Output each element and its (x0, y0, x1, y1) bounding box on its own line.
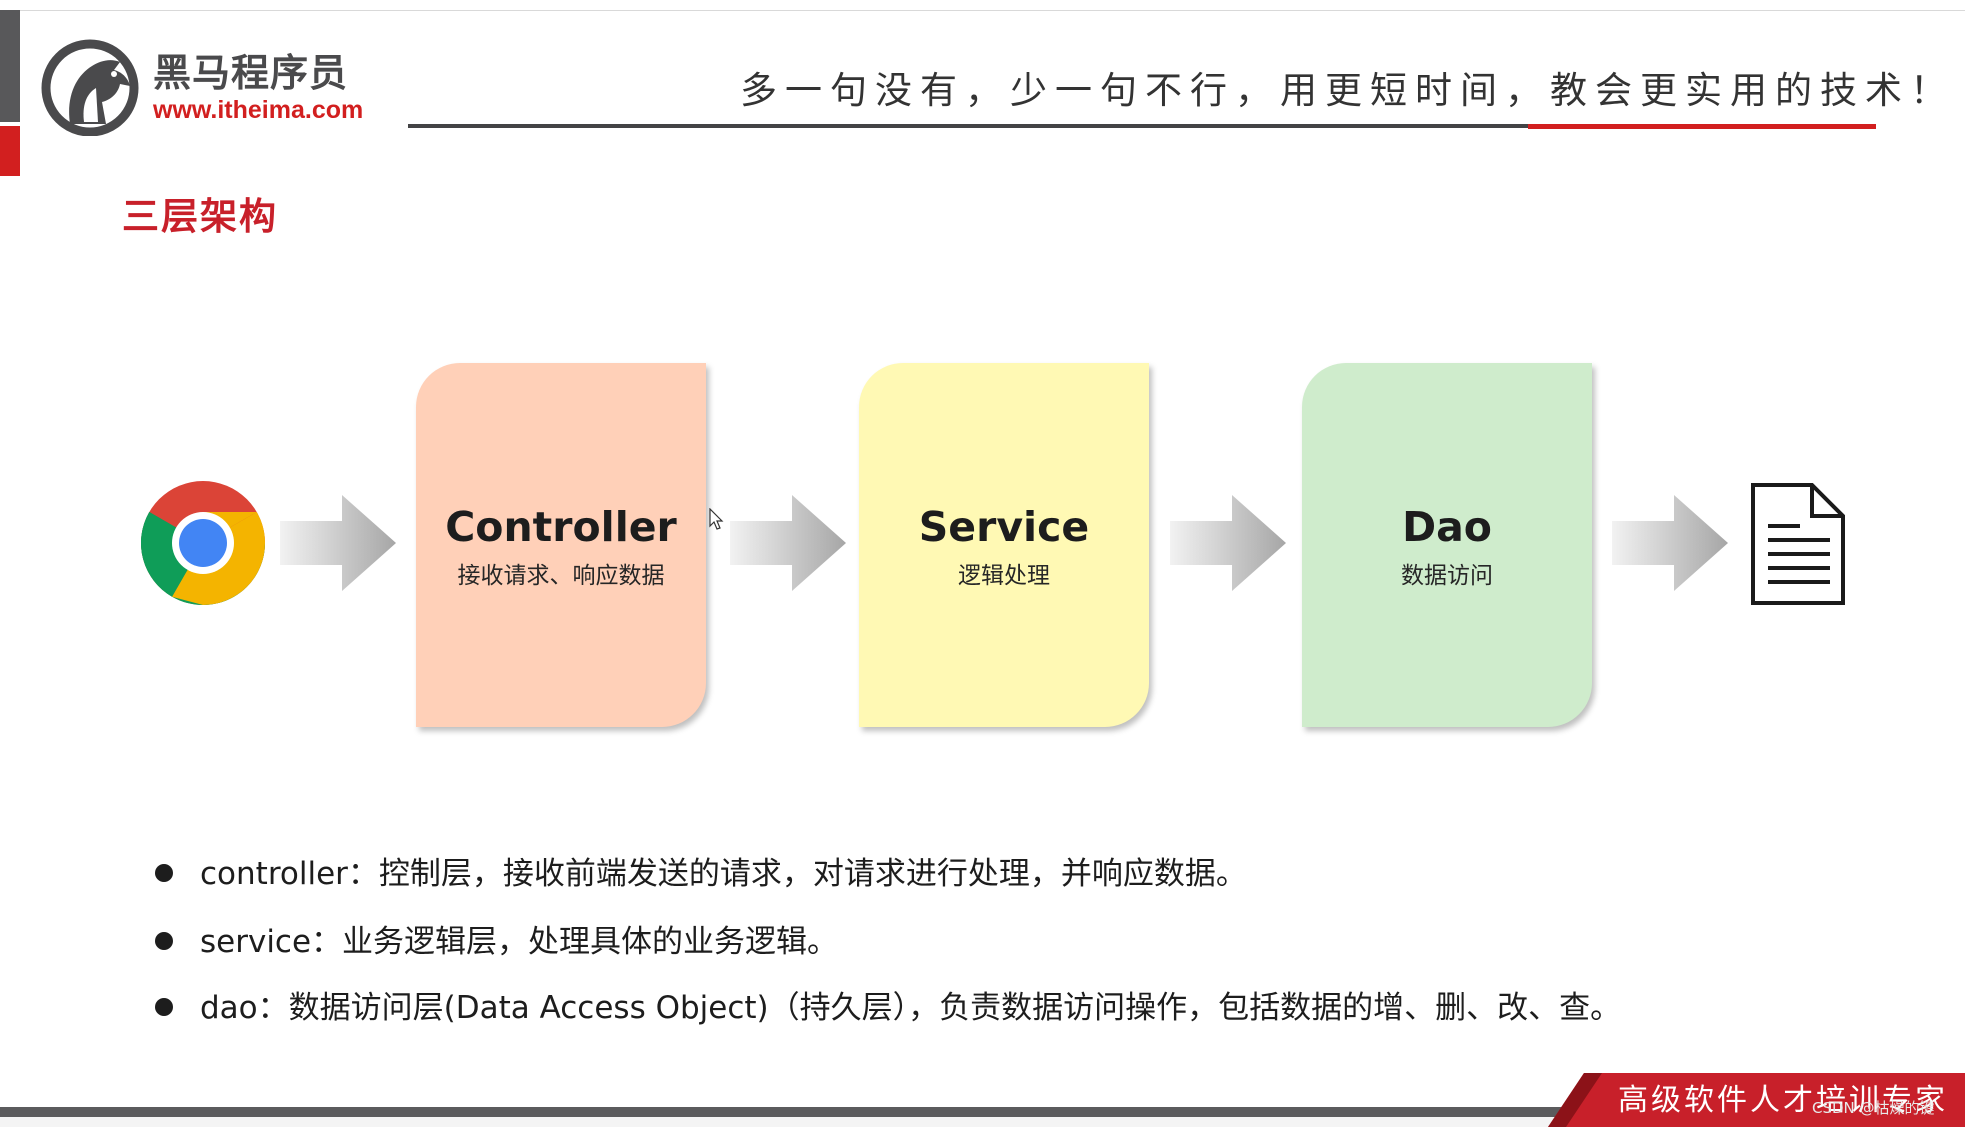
left-accent-bar-red (0, 126, 20, 176)
dao-title: Dao (1402, 503, 1492, 551)
flow-arrow-1 (280, 495, 396, 591)
dao-subtitle: 数据访问 (1401, 563, 1493, 589)
service-box: Service 逻辑处理 (859, 363, 1149, 727)
header-rule-red (1528, 124, 1876, 129)
horse-logo-icon (41, 39, 139, 136)
service-title: Service (918, 503, 1090, 551)
controller-title: Controller (445, 503, 677, 551)
header-rule (408, 124, 1528, 128)
mouse-cursor-icon (709, 508, 724, 530)
controller-subtitle: 接收请求、响应数据 (457, 563, 665, 589)
controller-box: Controller 接收请求、响应数据 (416, 363, 706, 727)
footer-bar (0, 1107, 1965, 1117)
bullet-item-dao: dao：数据访问层(Data Access Object)（持久层），负责数据访… (155, 982, 1621, 1027)
flow-arrow-3 (1170, 495, 1286, 591)
service-subtitle: 逻辑处理 (958, 563, 1050, 589)
bullet-item-controller: controller：控制层，接收前端发送的请求，对请求进行处理，并响应数据。 (155, 848, 1247, 893)
bullet-text: service：业务逻辑层，处理具体的业务逻辑。 (200, 924, 839, 960)
flow-arrow-4 (1612, 495, 1728, 591)
document-icon (1751, 483, 1845, 605)
left-accent-bar (0, 10, 20, 122)
bullet-dot-icon (155, 931, 173, 950)
footer-banner (1548, 1073, 1965, 1127)
slogan: 多一句没有，少一句不行，用更短时间，教会更实用的技术！ (740, 69, 1955, 112)
bullet-dot-icon (155, 863, 173, 882)
logo-url: www.itheima.com (153, 96, 364, 124)
bullet-dot-icon (155, 997, 173, 1016)
watermark: CSDN @枯燥的键 (1812, 1099, 1935, 1117)
top-strip (0, 0, 1965, 11)
section-title: 三层架构 (122, 195, 278, 238)
footer-under (0, 1117, 1965, 1127)
flow-arrow-2 (730, 495, 846, 591)
bullet-text: dao：数据访问层(Data Access Object)（持久层），负责数据访… (200, 990, 1622, 1026)
logo-name: 黑马程序员 (153, 51, 349, 95)
browser-icon (140, 481, 265, 606)
brand-logo: 黑马程序员 www.itheima.com (40, 36, 380, 136)
footer-banner-text: 高级软件人才培训专家 (1618, 1083, 1948, 1118)
bullet-text: controller：控制层，接收前端发送的请求，对请求进行处理，并响应数据。 (200, 856, 1247, 892)
dao-box: Dao 数据访问 (1302, 363, 1592, 727)
bullet-item-service: service：业务逻辑层，处理具体的业务逻辑。 (155, 916, 838, 961)
